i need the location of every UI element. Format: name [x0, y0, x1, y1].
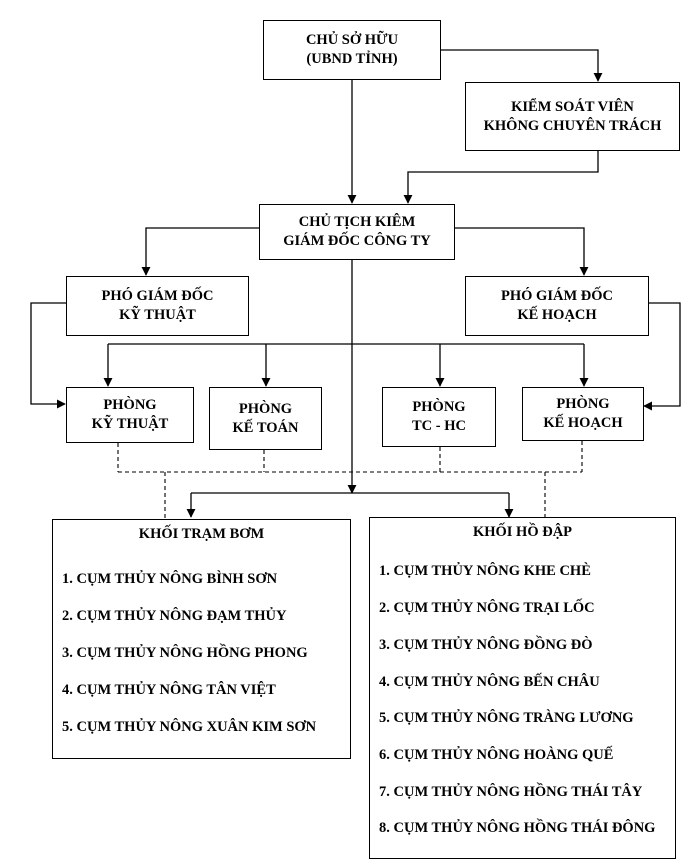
planning-dept-box: PHÒNG KẾ HOẠCH: [522, 387, 644, 441]
deputy-technical-line1: PHÓ GIÁM ĐỐC: [101, 288, 214, 304]
deputy-planning-line1: PHÓ GIÁM ĐỐC: [501, 288, 613, 304]
admin-dept-box: PHÒNG TC - HC: [382, 387, 496, 447]
reservoir-item: 4. CỤM THỦY NÔNG BẾN CHÂU: [379, 674, 600, 690]
chairman-box: CHỦ TỊCH KIÊM GIÁM ĐỐC CÔNG TY: [259, 204, 455, 260]
reservoir-item: 7. CỤM THỦY NÔNG HỒNG THÁI TÂY: [379, 784, 643, 800]
reservoirs-group: KHỐI HỒ ĐẬP 1. CỤM THỦY NÔNG KHE CHÈ 2. …: [369, 517, 676, 859]
arrow-deputy-technical-to-dept: [30, 302, 66, 409]
controller-line1: KIỂM SOÁT VIÊN: [511, 98, 634, 115]
accounting-dept-box: PHÒNG KẾ TOÁN: [209, 387, 322, 450]
pump-station-item: 1. CỤM THỦY NÔNG BÌNH SƠN: [62, 571, 278, 587]
controller-box: KIỂM SOÁT VIÊN KHÔNG CHUYÊN TRÁCH: [465, 82, 680, 151]
deputy-technical-box: PHÓ GIÁM ĐỐC KỸ THUẬT: [66, 276, 249, 336]
deputy-technical-line2: KỸ THUẬT: [119, 307, 196, 323]
pump-stations-title: KHỐI TRẠM BƠM: [138, 526, 265, 542]
pump-station-item: 4. CỤM THỦY NÔNG TÂN VIỆT: [62, 682, 276, 698]
pump-station-item: 2. CỤM THỦY NÔNG ĐẠM THỦY: [62, 608, 287, 624]
deputy-planning-box: PHÓ GIÁM ĐỐC KẾ HOẠCH: [465, 276, 649, 336]
owner-box: CHỦ SỞ HỮU (UBND TỈNH): [263, 20, 441, 80]
chairman-line1: CHỦ TỊCH KIÊM: [298, 214, 416, 230]
arrow-chairman-to-deputy-planning: [455, 227, 589, 276]
pump-station-item: 5. CỤM THỦY NÔNG XUÂN KIM SƠN: [62, 719, 317, 735]
technical-dept-box: PHÒNG KỸ THUẬT: [66, 387, 194, 443]
reservoir-item: 8. CỤM THỦY NÔNG HỒNG THÁI ĐÔNG: [379, 820, 656, 836]
reservoir-item: 1. CỤM THỦY NÔNG KHE CHÈ: [379, 563, 591, 579]
arrow-chairman-to-deputy-technical: [141, 227, 259, 276]
chairman-line2: GIÁM ĐỐC CÔNG TY: [283, 233, 431, 249]
admin-dept-line1: PHÒNG: [412, 399, 466, 415]
owner-line1: CHỦ SỞ HỮU: [305, 32, 399, 48]
deputy-planning-line2: KẾ HOẠCH: [517, 307, 597, 323]
accounting-dept-line2: KẾ TOÁN: [232, 419, 299, 436]
planning-dept-line2: KẾ HOẠCH: [543, 415, 623, 431]
owner-line2: (UBND TỈNH): [306, 51, 398, 67]
reservoir-item: 2. CỤM THỦY NÔNG TRẠI LỐC: [379, 600, 595, 616]
arrow-owner-to-controller: [440, 49, 603, 82]
pump-station-item: 3. CỤM THỦY NÔNG HỒNG PHONG: [62, 645, 308, 661]
technical-dept-line1: PHÒNG: [103, 397, 157, 413]
arrow-controller-to-chairman: [403, 151, 599, 204]
reservoirs-title: KHỐI HỒ ĐẬP: [472, 524, 573, 540]
accounting-dept-line1: PHÒNG: [238, 400, 293, 417]
pump-stations-group: KHỐI TRẠM BƠM 1. CỤM THỦY NÔNG BÌNH SƠN …: [52, 519, 351, 759]
controller-line2: KHÔNG CHUYÊN TRÁCH: [483, 117, 662, 134]
planning-dept-line1: PHÒNG: [556, 396, 610, 412]
arrow-deputy-planning-to-dept: [643, 302, 681, 411]
reservoir-item: 3. CỤM THỦY NÔNG ĐỒNG ĐÒ: [379, 637, 593, 653]
reservoir-item: 5. CỤM THỦY NÔNG TRÀNG LƯƠNG: [379, 710, 634, 726]
admin-dept-line2: TC - HC: [412, 418, 466, 434]
reservoir-item: 6. CỤM THỦY NÔNG HOÀNG QUẾ: [379, 747, 614, 763]
technical-dept-line2: KỸ THUẬT: [91, 416, 169, 432]
